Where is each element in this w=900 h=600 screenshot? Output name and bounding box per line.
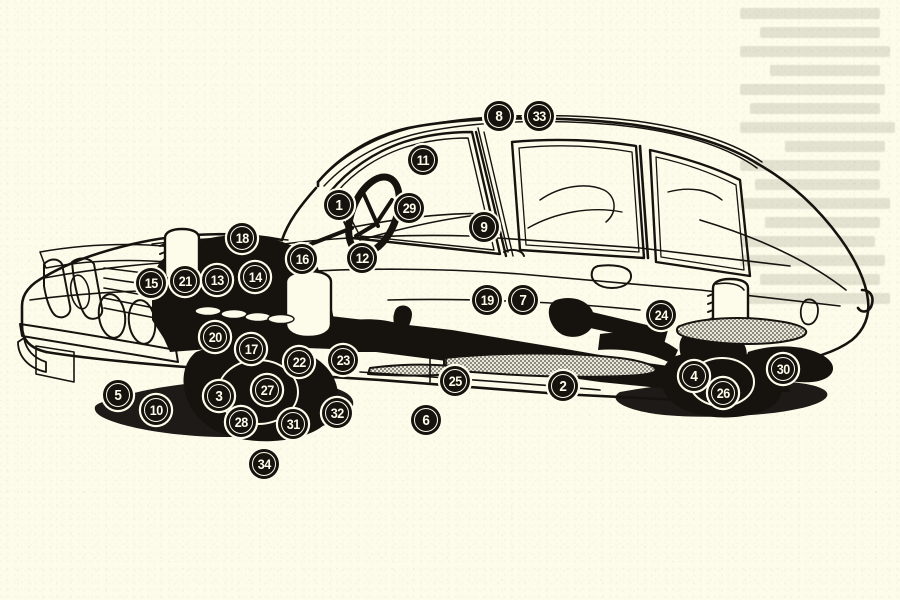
callout-badge-16[interactable]: 16 <box>287 244 317 274</box>
callout-badge-label: 28 <box>234 414 248 430</box>
callout-badge-label: 25 <box>448 373 462 389</box>
exhaust-and-tunnel-hatched <box>367 317 808 378</box>
callout-separator-dot <box>517 115 521 119</box>
callout-badge-25[interactable]: 25 <box>440 366 470 396</box>
callout-badge-27[interactable]: 27 <box>252 375 282 405</box>
callout-badge-4[interactable]: 4 <box>679 361 709 391</box>
callout-badge-26[interactable]: 26 <box>708 378 738 408</box>
callout-badge-9[interactable]: 9 <box>469 212 499 242</box>
callout-badge-7[interactable]: 7 <box>508 285 538 315</box>
callout-badge-label: 34 <box>257 456 271 472</box>
callout-badge-14[interactable]: 14 <box>240 262 270 292</box>
callout-badge-label: 10 <box>149 402 163 418</box>
engine-components <box>159 226 354 339</box>
callout-badge-label: 12 <box>355 250 369 266</box>
callout-badge-20[interactable]: 20 <box>200 322 230 352</box>
callout-badge-label: 9 <box>480 218 488 236</box>
callout-badge-label: 33 <box>532 108 546 124</box>
callout-badge-label: 6 <box>422 411 430 429</box>
callout-badge-33[interactable]: 33 <box>524 101 554 131</box>
callout-badge-label: 23 <box>336 352 350 368</box>
callout-badge-label: 21 <box>178 273 192 289</box>
callout-badge-label: 2 <box>559 377 567 395</box>
callout-badge-30[interactable]: 30 <box>768 354 798 384</box>
door-handles <box>590 264 745 291</box>
callout-badge-28[interactable]: 28 <box>226 407 256 437</box>
callout-badge-label: 13 <box>210 272 224 288</box>
callout-badge-label: 20 <box>208 329 222 345</box>
callout-badge-label: 5 <box>114 386 122 404</box>
callout-badge-2[interactable]: 2 <box>548 371 578 401</box>
callout-badge-label: 31 <box>286 416 300 432</box>
callout-badge-19[interactable]: 19 <box>472 285 502 315</box>
callout-badge-label: 15 <box>144 275 158 291</box>
callout-badge-label: 29 <box>402 200 416 216</box>
callout-badge-18[interactable]: 18 <box>227 223 257 253</box>
callout-badge-label: 27 <box>260 382 274 398</box>
callout-badge-label: 3 <box>215 387 223 405</box>
callout-badge-23[interactable]: 23 <box>328 345 358 375</box>
callout-badge-11[interactable]: 11 <box>408 145 438 175</box>
callout-badge-label: 32 <box>330 405 344 421</box>
callout-badge-17[interactable]: 17 <box>236 334 266 364</box>
callout-badge-label: 4 <box>690 367 698 385</box>
callout-badge-34[interactable]: 34 <box>249 449 279 479</box>
callout-badge-label: 18 <box>235 230 249 246</box>
callout-badge-8[interactable]: 8 <box>484 101 514 131</box>
callout-badge-15[interactable]: 15 <box>136 268 166 298</box>
callout-badge-21[interactable]: 21 <box>170 266 200 296</box>
air-filter-housing <box>279 269 333 339</box>
callout-badge-label: 14 <box>248 269 262 285</box>
callout-badge-label: 11 <box>416 152 430 168</box>
callout-badge-29[interactable]: 29 <box>394 193 424 223</box>
callout-badge-label: 16 <box>295 251 309 267</box>
callout-badge-13[interactable]: 13 <box>202 265 232 295</box>
callout-badge-label: 26 <box>716 385 730 401</box>
callout-badge-label: 1 <box>335 196 343 214</box>
callout-badge-1[interactable]: 1 <box>324 190 354 220</box>
glass-area <box>328 130 752 278</box>
callout-badge-24[interactable]: 24 <box>646 300 676 330</box>
callout-badge-label: 7 <box>519 291 527 309</box>
callout-badge-label: 8 <box>495 107 503 125</box>
callout-badge-label: 19 <box>480 292 494 308</box>
callout-badge-22[interactable]: 22 <box>284 347 314 377</box>
callout-badge-12[interactable]: 12 <box>347 243 377 273</box>
callout-badge-6[interactable]: 6 <box>411 405 441 435</box>
callout-badge-3[interactable]: 3 <box>204 381 234 411</box>
wing-mirror <box>503 248 525 257</box>
callout-badge-label: 24 <box>654 307 668 323</box>
roof-drip-rail <box>319 114 763 253</box>
callout-badge-label: 22 <box>292 354 306 370</box>
callout-badge-31[interactable]: 31 <box>278 409 308 439</box>
spark-plug-row <box>194 305 295 325</box>
callout-badge-10[interactable]: 10 <box>141 395 171 425</box>
fuel-filler-cap <box>799 298 819 326</box>
callout-badge-5[interactable]: 5 <box>103 380 133 410</box>
callout-badge-32[interactable]: 32 <box>322 398 352 428</box>
callout-badge-label: 17 <box>244 341 258 357</box>
callout-badge-label: 30 <box>776 361 790 377</box>
